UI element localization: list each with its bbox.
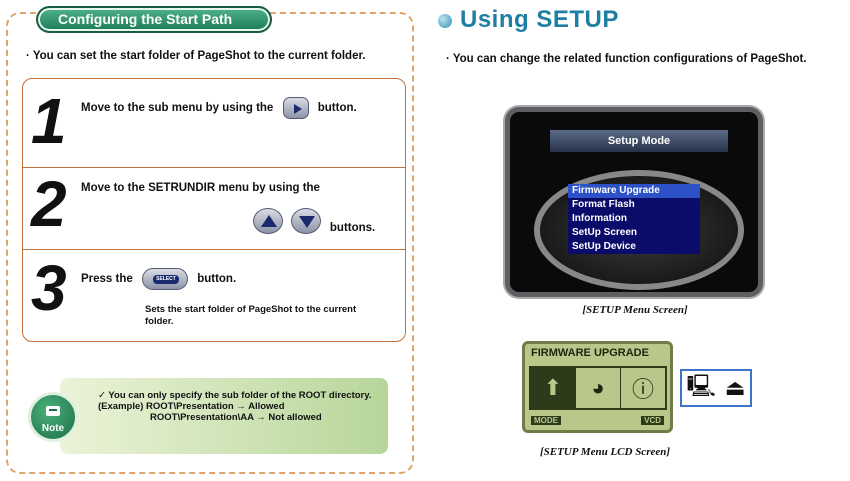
down-button-icon	[291, 208, 322, 234]
note-line-1: ✓ You can only specify the sub folder of…	[98, 390, 372, 401]
setup-heading: Using SETUP	[460, 6, 619, 33]
steps-box: 1 Move to the sub menu by using the butt…	[22, 78, 406, 342]
step-text-before: Move to the sub menu by using the	[81, 102, 274, 115]
step-text-before: Press the	[81, 273, 133, 286]
step-3: 3 Press the SELECT button. Sets the star…	[23, 249, 405, 343]
setup-lcd: FIRMWARE UPGRADE ⬆ ◕ ⓘ MODE VCD	[522, 341, 673, 433]
info-icon: ⓘ	[631, 377, 654, 402]
menu-item-information: Information	[572, 213, 627, 224]
device-icon: ⏏	[724, 375, 746, 400]
note-line-2: (Example) ROOT\Presentation → Allowed	[98, 401, 285, 412]
menu-item-setup-device: SetUp Device	[572, 241, 636, 252]
heading-bullet-icon	[438, 14, 452, 28]
note-badge-label: Note	[41, 423, 65, 434]
screen-caption: [SETUP Menu Screen]	[582, 304, 688, 316]
step-text: Move to the SETRUNDIR menu by using the	[81, 182, 320, 194]
monitor-icon: 🖳	[686, 373, 716, 398]
lcd-vcd-label: VCD	[641, 416, 664, 425]
side-icons-box: 🖳 ⏏	[680, 369, 752, 407]
step-text-after: button.	[197, 273, 237, 286]
step-text-after: button.	[317, 102, 357, 115]
setup-description: · You can change the related function co…	[446, 53, 807, 65]
select-button-icon: SELECT	[141, 268, 188, 290]
up-down-buttons: buttons.	[253, 208, 375, 234]
up-button-icon	[253, 208, 283, 234]
lcd-title: FIRMWARE UPGRADE	[531, 347, 649, 359]
upgrade-icon: ⬆	[531, 368, 576, 408]
note-icon	[46, 406, 60, 416]
buttons-text: buttons.	[329, 222, 376, 235]
lcd-caption: [SETUP Menu LCD Screen]	[539, 446, 671, 458]
step-number: 1	[31, 85, 67, 157]
note-badge: Note	[28, 392, 78, 442]
lcd-icons: ⬆ ◕ ⓘ	[529, 366, 667, 410]
step-text: Move to the sub menu by using the button…	[81, 97, 357, 119]
menu-item-firmware-upgrade: Firmware Upgrade	[568, 184, 700, 198]
format-icon: ◕	[576, 368, 621, 408]
lcd-status-bar: MODE VCD	[531, 416, 664, 428]
menu-item-format-flash: Format Flash	[572, 199, 635, 210]
setup-menu-screen: Setup Mode Firmware Upgrade Format Flash…	[505, 107, 763, 297]
note-line-3: ROOT\Presentation\AA → Not allowed	[150, 412, 322, 423]
step-3-subtext: Sets the start folder of PageShot to the…	[145, 304, 357, 327]
note-text: ✓ You can only specify the sub folder of…	[98, 390, 378, 423]
intro-text: · You can set the start folder of PageSh…	[26, 50, 366, 62]
note-box	[60, 378, 388, 454]
select-button-label: SELECT	[152, 275, 179, 284]
screen-title: Setup Mode	[550, 130, 728, 152]
menu-item-setup-screen: SetUp Screen	[572, 227, 638, 238]
step-2: 2 Move to the SETRUNDIR menu by using th…	[23, 167, 405, 249]
step-1: 1 Move to the sub menu by using the butt…	[23, 79, 405, 167]
lcd-mode-label: MODE	[531, 416, 561, 425]
section-title: Configuring the Start Path	[36, 6, 272, 33]
screen-menu: Firmware Upgrade Format Flash Informatio…	[568, 184, 700, 254]
right-button-icon	[282, 97, 309, 119]
step-number: 3	[31, 252, 67, 324]
step-text: Press the SELECT button.	[81, 268, 236, 290]
step-number: 2	[31, 168, 67, 240]
